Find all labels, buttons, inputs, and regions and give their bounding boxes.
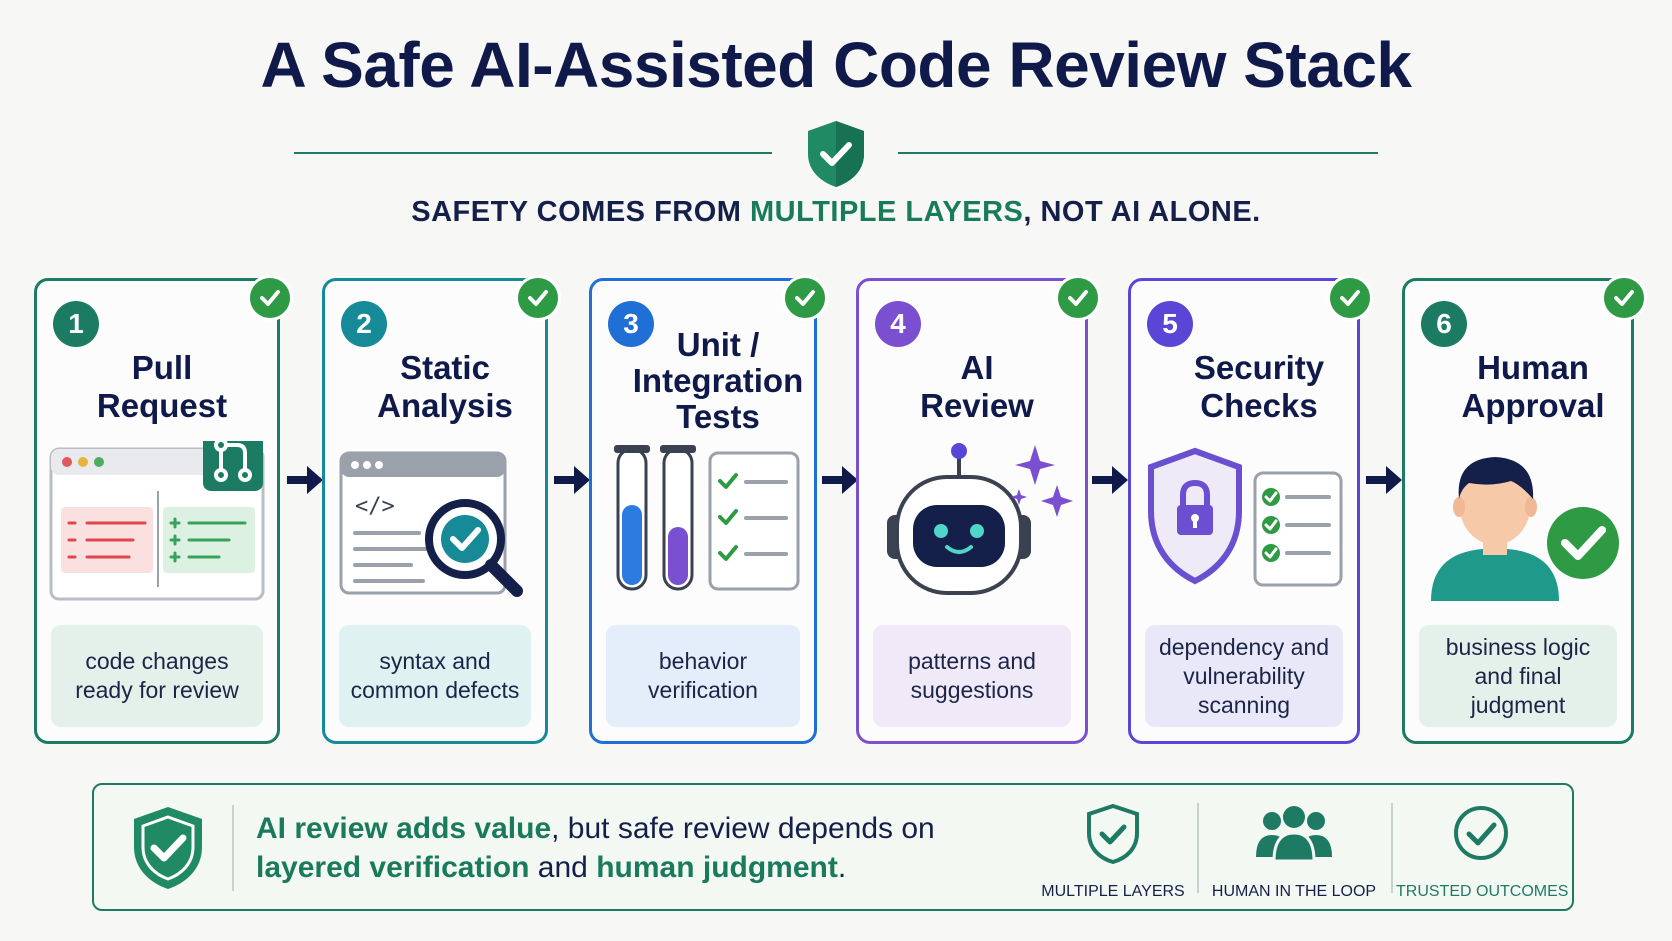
check-badge-icon [515,275,561,321]
check-badge-icon [1601,275,1647,321]
page-title: A Safe AI-Assisted Code Review Stack [260,29,1413,101]
step-description: patterns and suggestions [873,625,1071,727]
step-title: Pull Request [96,349,228,424]
step-card-human-approval: 6 Human Approval business logic and fina… [1402,275,1647,744]
pillar-divider [1197,803,1199,893]
code-scan-magnifier-icon: </> [339,451,523,597]
pillar-label: TRUSTED OUTCOMES [1396,883,1569,900]
pillar-label: HUMAN IN THE LOOP [1211,883,1377,900]
step-title: Unit / Integration Tests [632,326,804,435]
step-number: 5 [1147,301,1193,347]
step-title: AI Review [920,349,1034,424]
summary-banner: AI review adds value, but safe review de… [92,783,1574,911]
check-badge-icon [1327,275,1373,321]
step-number: 3 [608,301,654,347]
arrow-right-icon [1092,466,1128,494]
robot-icon [887,443,1073,595]
step-description: code changes ready for review [51,625,263,727]
code-diff-window-icon [49,441,265,601]
step-card-pull-request: 1 Pull Request code changes ready for re… [34,275,293,744]
arrow-right-icon [1366,466,1402,494]
subtitle: SAFETY COMES FROM MULTIPLE LAYERS, NOT A… [411,196,1261,228]
shield-lock-checklist-icon [1148,447,1343,587]
test-tubes-checklist-icon [614,445,800,591]
step-title: Static Analysis [377,349,513,424]
step-card-tests: 3 Unit / Integration Tests behavior veri… [589,275,828,744]
step-number: 1 [53,301,99,347]
pillar-divider [1391,803,1393,893]
circle-check-icon [1454,806,1508,860]
people-group-icon [1256,806,1332,863]
arrow-right-icon [287,466,323,494]
check-badge-icon [1055,275,1101,321]
check-badge-icon [247,275,293,321]
arrow-right-icon [554,466,590,494]
step-number: 6 [1421,301,1467,347]
shield-check-icon [808,121,864,187]
shield-check-icon [134,807,202,889]
summary-message: AI review adds value, but safe review de… [256,812,935,884]
title-divider-left [294,152,772,154]
step-number: 4 [875,301,921,347]
step-description: behavior verification [606,625,800,727]
step-number: 2 [341,301,387,347]
step-description: business logic and final judgment [1419,625,1617,727]
step-card-ai-review: 4 AI Review patterns and suggestions [856,275,1101,744]
person-approved-icon [1431,457,1619,601]
shield-check-icon [1087,803,1139,865]
step-card-static-analysis: 2 Static Analysis </> syntax and common … [322,275,561,744]
step-card-security-checks: 5 Security Checks dependency and vulnera… [1128,275,1373,744]
step-title: Human Approval [1461,349,1605,424]
arrow-right-icon [822,466,858,494]
check-badge-icon [782,275,828,321]
step-description: syntax and common defects [339,625,531,727]
title-divider-right [898,152,1378,154]
step-title: Security Checks [1193,349,1325,424]
banner-divider [232,805,234,891]
pillar-label: MULTIPLE LAYERS [1041,883,1185,900]
pillar-human-in-the-loop: HUMAN IN THE LOOP [1204,803,1384,903]
step-description: dependency and vulnerability scanning [1145,625,1343,727]
pillar-trusted-outcomes: TRUSTED OUTCOMES [1396,803,1569,903]
pillar-multiple-layers: MULTIPLE LAYERS [1038,803,1188,903]
svg-text:</>: </> [355,494,395,519]
